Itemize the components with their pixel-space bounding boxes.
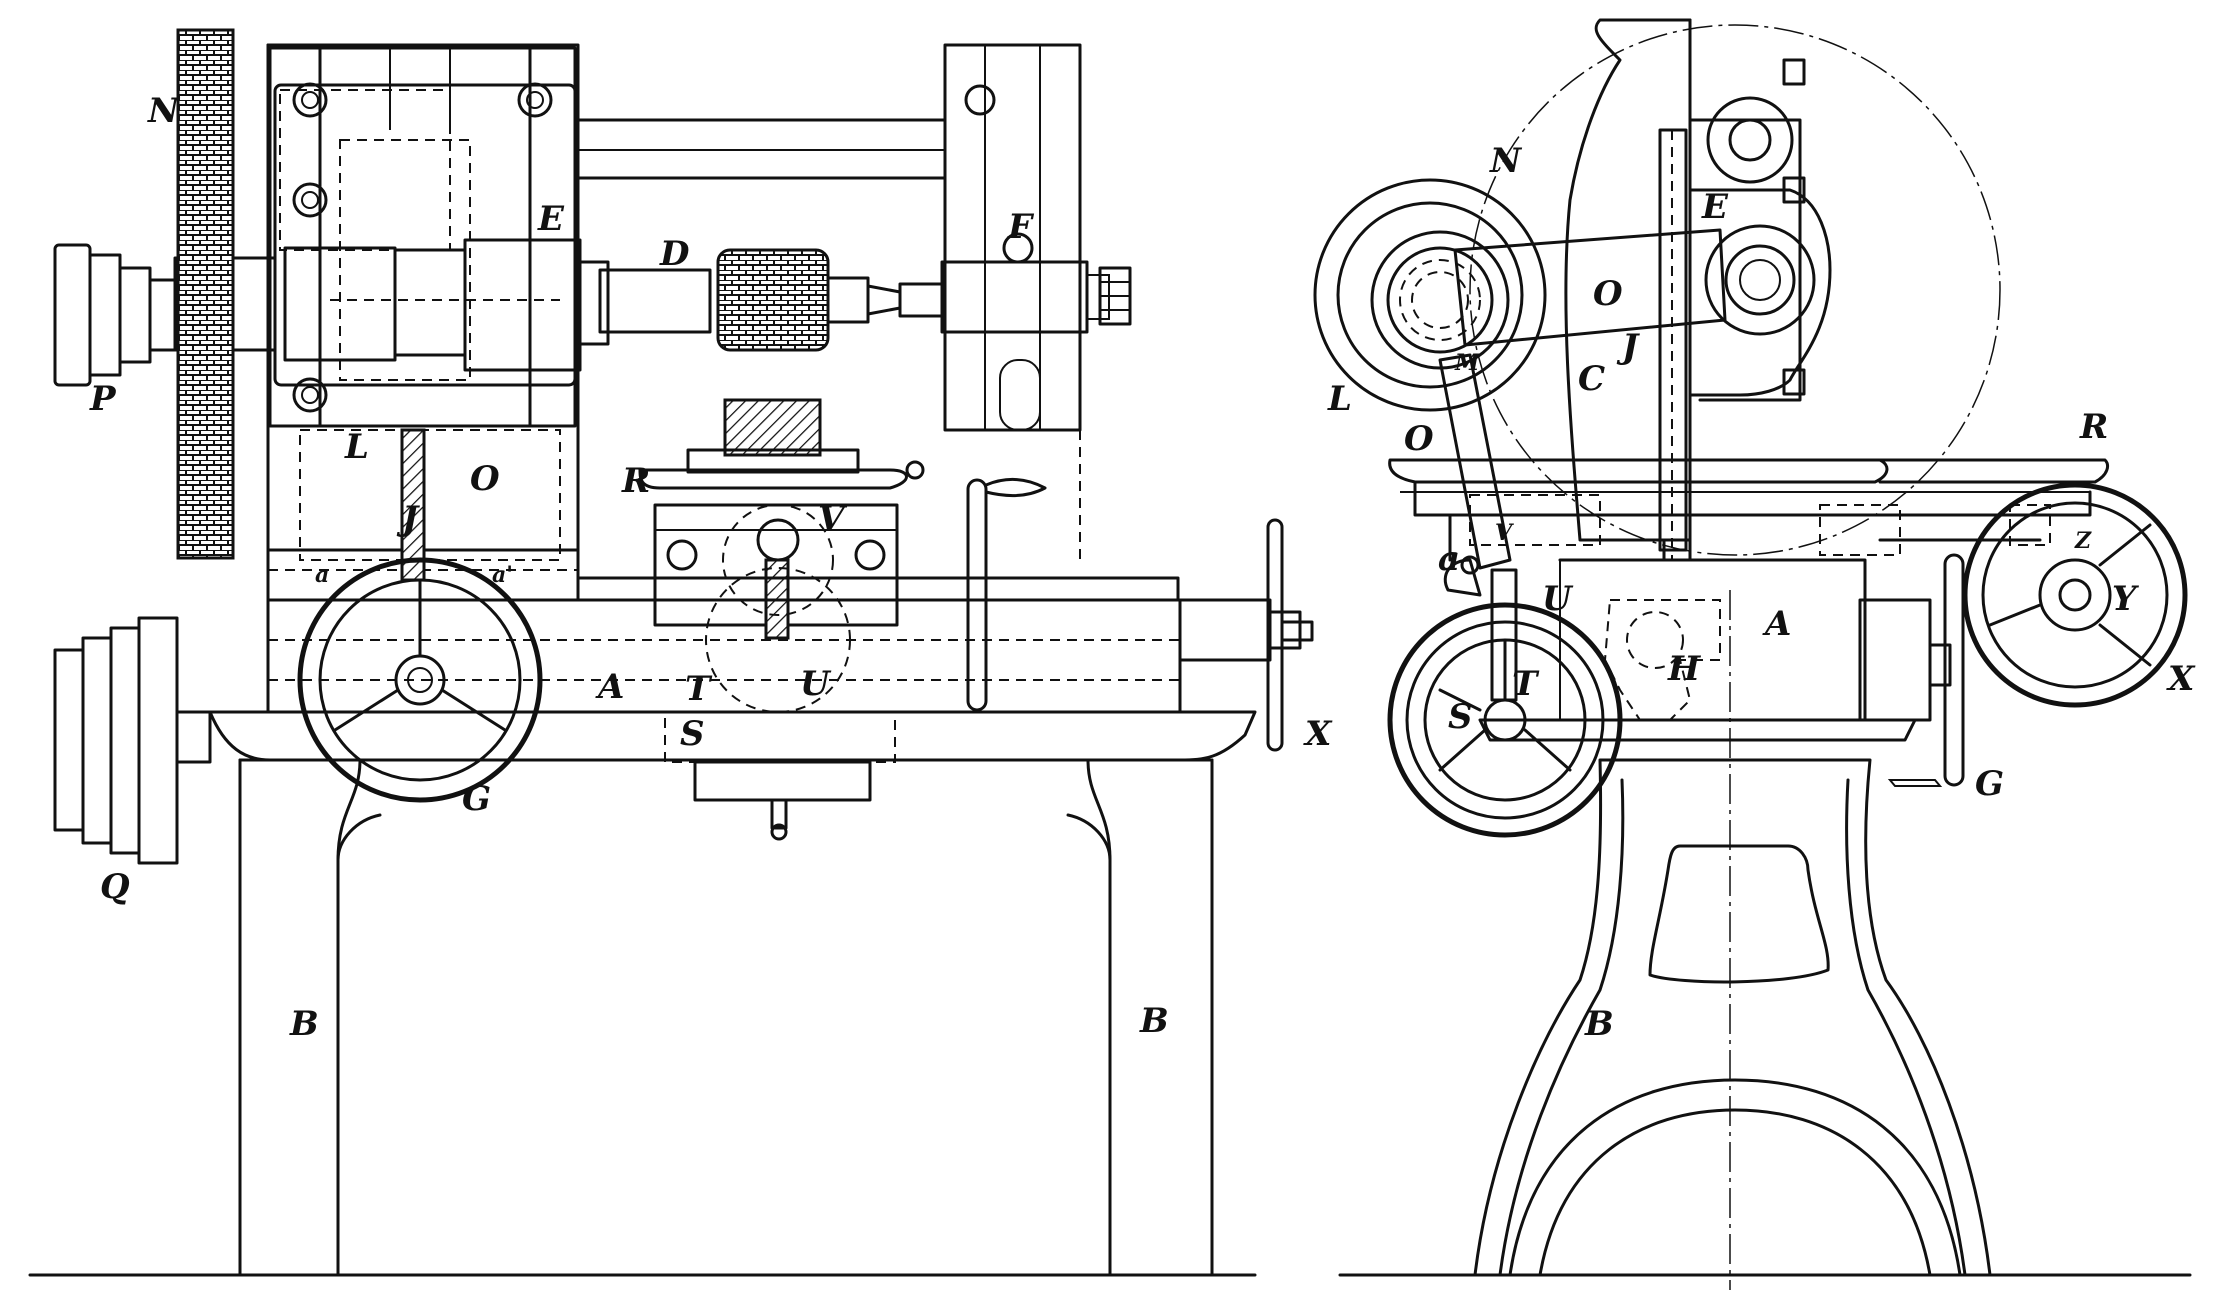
side-gear-pitch-circle	[1469, 24, 2001, 556]
side-elevation	[1313, 18, 2192, 1290]
side-label-N: N	[1489, 141, 1523, 181]
front-label-a-right: a'	[492, 562, 513, 588]
side-label-O2: O	[1404, 419, 1434, 459]
front-label-O: O	[470, 459, 500, 499]
side-label-M: M	[1454, 350, 1480, 376]
side-label-A: A	[1762, 604, 1791, 644]
side-pulley-L	[1313, 178, 1547, 412]
front-label-X: X	[1303, 714, 1333, 754]
front-spindle	[598, 248, 944, 352]
front-gear-N	[176, 28, 235, 560]
front-label-Q: Q	[100, 867, 130, 907]
front-label-N: N	[147, 91, 181, 131]
side-label-X: X	[2166, 659, 2196, 699]
side-gearbox-H	[1603, 599, 1721, 721]
front-handwheel-G[interactable]	[297, 557, 543, 803]
front-label-A: A	[595, 667, 624, 707]
front-label-J: J	[396, 499, 420, 539]
side-label-R: R	[2079, 407, 2108, 447]
side-pin	[1887, 779, 1943, 787]
front-label-a-left: a	[315, 562, 329, 588]
front-lever[interactable]	[966, 477, 1047, 712]
side-column	[1564, 18, 1832, 562]
front-work-table	[638, 398, 925, 713]
front-elevation	[28, 28, 1314, 1277]
side-label-Z: Z	[2074, 528, 2092, 554]
side-label-B: B	[1584, 1004, 1614, 1044]
front-label-B-right: B	[1139, 1001, 1169, 1041]
side-link-M	[1438, 353, 1512, 597]
front-labels: N P Q E D F L O J R V A T U S G X B B a …	[89, 91, 1333, 1044]
side-label-G: G	[1975, 764, 2004, 804]
side-label-L: L	[1327, 379, 1352, 419]
front-hob-gear	[716, 248, 830, 352]
side-label-T: T	[1512, 664, 1540, 704]
front-workpiece	[723, 398, 822, 457]
side-label-E: E	[1701, 187, 1729, 227]
front-label-E: E	[537, 199, 565, 239]
front-label-F: F	[1007, 207, 1035, 247]
front-label-V: V	[818, 499, 848, 539]
side-label-Y: Y	[2112, 579, 2139, 619]
side-arm-O	[1453, 228, 1727, 347]
front-feed-shaft	[576, 518, 1314, 752]
front-label-R: R	[621, 461, 650, 501]
side-label-J: J	[1616, 327, 1640, 367]
side-label-a: a	[1438, 539, 1460, 579]
side-table-R	[1388, 458, 2109, 562]
side-bed	[1478, 558, 1932, 742]
side-label-U: U	[1542, 579, 1574, 619]
front-label-G: G	[462, 779, 491, 819]
side-wheel-ST[interactable]	[1387, 568, 1623, 838]
front-pulley-P	[53, 243, 177, 387]
front-label-D: D	[659, 234, 690, 274]
front-base	[238, 758, 1214, 1277]
front-cone-pulley-Q	[53, 616, 212, 865]
front-headstock	[173, 82, 610, 413]
side-handwheel-X[interactable]	[1962, 482, 2188, 708]
front-slide-S	[664, 711, 896, 841]
side-labels: N E O J C M L O R a V U A H T S Z Y X G …	[1327, 141, 2196, 1044]
front-label-U: U	[800, 664, 832, 704]
side-label-H: H	[1667, 649, 1702, 689]
side-label-S: S	[1448, 697, 1473, 737]
side-label-V: V	[1495, 520, 1514, 546]
front-label-L: L	[344, 427, 369, 467]
side-base	[1473, 758, 1992, 1277]
front-label-T: T	[685, 669, 713, 709]
side-lever-G[interactable]	[1928, 553, 1965, 787]
side-label-C: C	[1578, 359, 1605, 399]
front-label-B-left: B	[289, 1004, 319, 1044]
side-label-O: O	[1593, 274, 1623, 314]
front-label-P: P	[89, 379, 117, 419]
front-cross-rail	[576, 118, 947, 180]
front-label-S: S	[680, 714, 705, 754]
